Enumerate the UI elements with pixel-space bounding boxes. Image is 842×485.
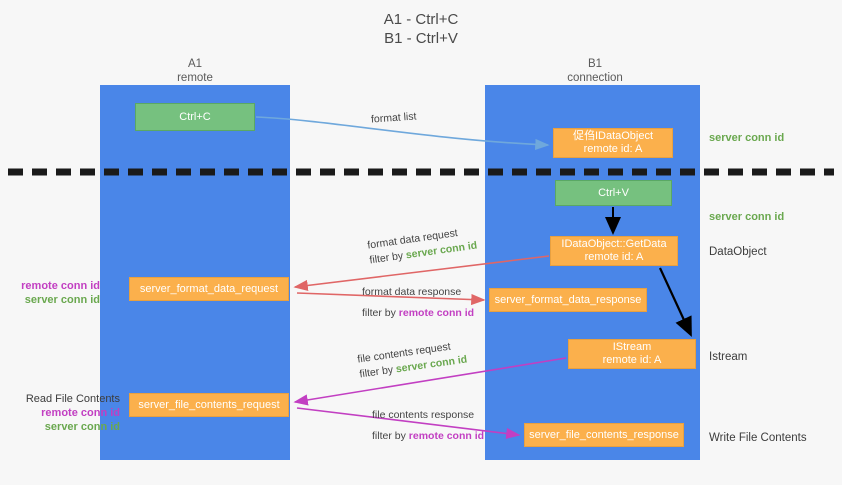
- node-server-format-data-request[interactable]: server_format_data_request: [129, 277, 289, 301]
- node-ctrl-v[interactable]: Ctrl+V: [555, 180, 672, 206]
- annotation-read-file-contents-group: Read File Contents remote conn id server…: [8, 392, 120, 434]
- filter-by-text-1: filter by: [368, 249, 404, 267]
- node-server-file-contents-response[interactable]: server_file_contents_response: [524, 423, 684, 447]
- lane-header-a1-name: A1: [187, 58, 203, 70]
- annotation-dataobject: DataObject: [709, 246, 767, 258]
- node-server-file-contents-request[interactable]: server_file_contents_request: [129, 393, 289, 417]
- node-server-format-data-response[interactable]: server_format_data_response: [489, 288, 647, 312]
- lane-header-b1-role: connection: [567, 72, 623, 84]
- node-getdata-remote-id: remote id: A: [584, 251, 644, 263]
- lane-header-a1: A1 remote: [110, 57, 280, 85]
- filter-by-text-2: filter by: [362, 307, 396, 319]
- edge-label-format-data-response-filter-line: filter by remote conn id: [362, 306, 474, 320]
- lane-header-b1: B1 connection: [510, 57, 680, 85]
- node-getdata-label: IDataObject::GetData: [561, 238, 667, 250]
- filter-by-text-4: filter by: [372, 430, 406, 442]
- node-ctrl-c-label: Ctrl+C: [179, 110, 211, 123]
- filter-value-remote-conn-id-1: remote conn id: [398, 307, 475, 319]
- node-server-file-contents-request-label: server_file_contents_request: [138, 398, 280, 411]
- node-server-file-contents-response-label: server_file_contents_response: [529, 428, 679, 441]
- page-title: A1 - Ctrl+C B1 - Ctrl+V: [0, 10, 842, 48]
- annotation-remote-conn-id-mid: remote conn id: [21, 280, 100, 292]
- edge-label-file-contents-request: file contents request filter by server c…: [357, 338, 469, 382]
- node-idataobject-remote-id: remote id: A: [583, 143, 643, 155]
- annotation-left-conn-ids: remote conn id server conn id: [8, 279, 100, 307]
- annotation-istream: Istream: [709, 351, 748, 363]
- edge-label-format-list-text: format list: [370, 110, 417, 126]
- node-istream-remote-id: remote id: A: [602, 354, 662, 366]
- edge-label-file-contents-response: file contents response filter by remote …: [372, 408, 484, 443]
- node-idataobject-label: 促㑇IDataObject: [572, 130, 654, 142]
- annotation-server-conn-id-mid: server conn id: [709, 211, 785, 223]
- annotation-server-conn-id-left-mid: server conn id: [24, 294, 100, 306]
- node-server-format-data-request-label: server_format_data_request: [139, 282, 279, 295]
- edge-label-format-list: format list: [371, 109, 417, 126]
- node-idataobject[interactable]: 促㑇IDataObject remote id: A: [553, 128, 673, 158]
- node-ctrl-v-label: Ctrl+V: [598, 186, 629, 199]
- annotation-remote-conn-id-bottom: remote conn id: [41, 407, 120, 419]
- filter-by-text-3: filter by: [358, 363, 394, 381]
- title-line-2: B1 - Ctrl+V: [384, 30, 458, 47]
- edge-label-format-data-response: format data response filter by remote co…: [362, 285, 474, 320]
- annotation-read-file-contents: Read File Contents: [25, 393, 120, 405]
- annotation-write-file-contents: Write File Contents: [709, 432, 807, 444]
- node-server-format-data-response-label: server_format_data_response: [494, 293, 642, 306]
- node-istream[interactable]: IStream remote id: A: [568, 339, 696, 369]
- edge-label-file-contents-response-filter-line: filter by remote conn id: [372, 429, 484, 443]
- node-istream-label: IStream: [612, 341, 652, 353]
- lane-header-b1-name: B1: [587, 58, 603, 70]
- title-line-1: A1 - Ctrl+C: [383, 11, 459, 28]
- node-idataobject-getdata[interactable]: IDataObject::GetData remote id: A: [550, 236, 678, 266]
- annotation-server-conn-id-top: server conn id: [709, 132, 785, 144]
- edge-label-format-data-request: format data request filter by server con…: [367, 224, 479, 268]
- edge-label-file-contents-response-text: file contents response: [372, 409, 475, 421]
- edge-label-format-data-response-text: format data response: [362, 286, 462, 298]
- lane-header-a1-role: remote: [177, 72, 213, 84]
- node-ctrl-c[interactable]: Ctrl+C: [135, 103, 255, 131]
- filter-value-remote-conn-id-2: remote conn id: [408, 430, 485, 442]
- annotation-server-conn-id-left-bottom: server conn id: [44, 421, 120, 433]
